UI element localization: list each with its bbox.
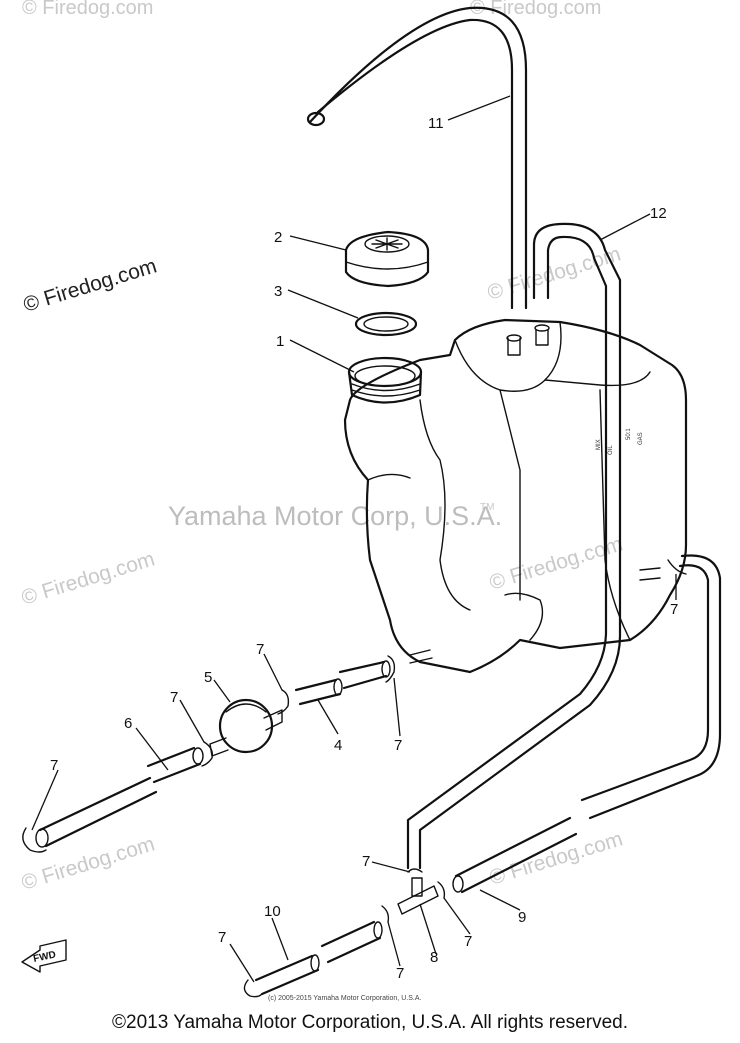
part-labels: 2 3 1 11 12 4 5 6 7 7 7 7 7 7 7 7 7 8 9 …	[50, 115, 678, 982]
gasket-ring	[354, 311, 418, 337]
watermark-firedog: © Firedog.com	[487, 827, 626, 889]
watermark-tm: TM	[480, 502, 494, 513]
part-label-7: 7	[256, 641, 264, 658]
hose-4	[277, 655, 396, 715]
part-label-7: 7	[50, 757, 58, 774]
return-hose-12	[406, 222, 622, 870]
part-label-4: 4	[334, 737, 342, 754]
footer-copyright: ©2013 Yamaha Motor Corporation, U.S.A. A…	[112, 1012, 628, 1033]
part-label-11: 11	[428, 115, 444, 132]
fwd-label: FWD	[32, 949, 57, 964]
fuel-tank: MIX OIL 50:1 GAS	[343, 318, 688, 674]
diagram-small-copyright: (c) 2005-2015 Yamaha Motor Corporation, …	[268, 995, 421, 1002]
part-label-2: 2	[274, 229, 282, 246]
watermark-firedog: © Firedog.com	[22, 0, 153, 19]
part-label-8: 8	[430, 949, 438, 966]
part-label-7: 7	[670, 601, 678, 618]
fuel-filter	[209, 698, 283, 757]
watermark-yamaha: Yamaha Motor Corp, U.S.A.	[168, 501, 502, 531]
part-label-7: 7	[394, 737, 402, 754]
hose-10	[243, 920, 383, 998]
watermark-firedog: © Firedog.com	[19, 832, 158, 894]
t-joint	[381, 868, 446, 923]
part-label-12: 12	[650, 205, 667, 222]
part-label-6: 6	[124, 715, 132, 732]
tank-cap	[344, 230, 430, 288]
part-label-1: 1	[276, 333, 284, 350]
leader-lines	[31, 95, 677, 983]
part-label-7: 7	[170, 689, 178, 706]
part-label-7: 7	[396, 965, 404, 982]
svg-text:GAS: GAS	[638, 432, 644, 445]
watermark-firedog: © Firedog.com	[21, 254, 160, 316]
hose-6	[22, 741, 214, 853]
breather-hose-11	[306, 6, 528, 310]
part-label-10: 10	[264, 903, 281, 920]
svg-text:MIX: MIX	[596, 439, 602, 450]
hose-9	[452, 554, 722, 894]
svg-text:50:1: 50:1	[626, 428, 632, 440]
tank-decal: MIX OIL 50:1 GAS	[596, 428, 644, 455]
watermark-firedog: © Firedog.com	[19, 547, 158, 609]
watermark-layer: © Firedog.com © Firedog.com © Firedog.co…	[19, 0, 626, 895]
part-label-7: 7	[218, 929, 226, 946]
part-label-3: 3	[274, 283, 282, 300]
part-label-7: 7	[362, 853, 370, 870]
part-label-5: 5	[204, 669, 212, 686]
svg-text:OIL: OIL	[608, 445, 614, 455]
watermark-firedog: © Firedog.com	[485, 242, 624, 304]
part-label-9: 9	[518, 909, 526, 926]
part-label-7: 7	[464, 933, 472, 950]
fwd-arrow-icon: FWD	[21, 939, 67, 973]
